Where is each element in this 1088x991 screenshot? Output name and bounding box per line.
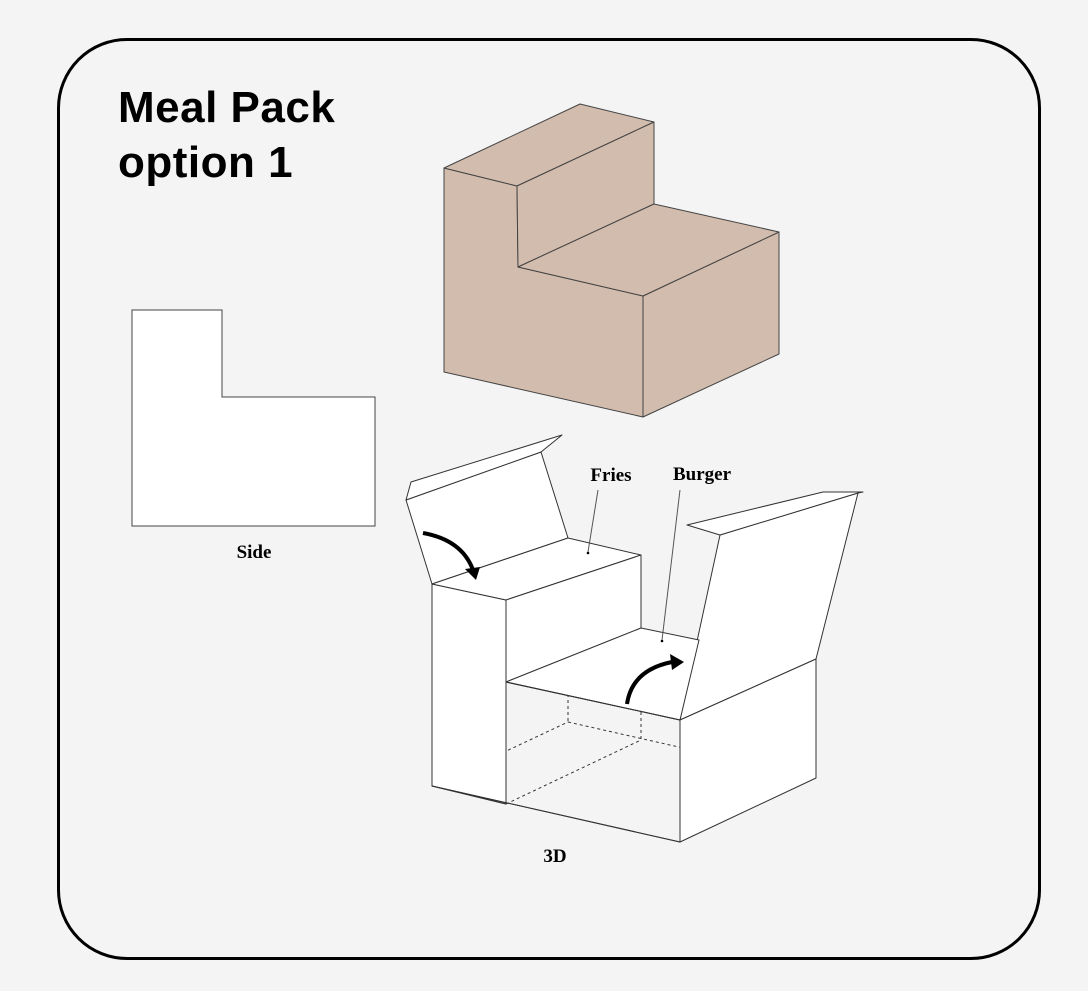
solid-box — [443, 103, 780, 418]
solid-box-lower-top — [517, 203, 780, 297]
burger-label: Burger — [673, 464, 732, 485]
page-title: Meal Pack option 1 — [118, 80, 335, 190]
fold-arrow-icon — [422, 531, 480, 580]
three-d-view-label: 3D — [543, 846, 566, 867]
side-profile-shape — [131, 309, 376, 527]
open-box-left-riser — [431, 583, 507, 805]
side-view-label: Side — [237, 542, 272, 563]
open-box — [405, 434, 864, 843]
fold-arrow-icon — [625, 654, 684, 705]
left-flap-tab — [405, 434, 563, 501]
fries-label: Fries — [590, 465, 631, 486]
side-view: Side — [131, 309, 376, 563]
title-line-2: option 1 — [118, 138, 294, 187]
right-flap-tab — [686, 491, 864, 536]
title-line-1: Meal Pack — [118, 83, 336, 132]
